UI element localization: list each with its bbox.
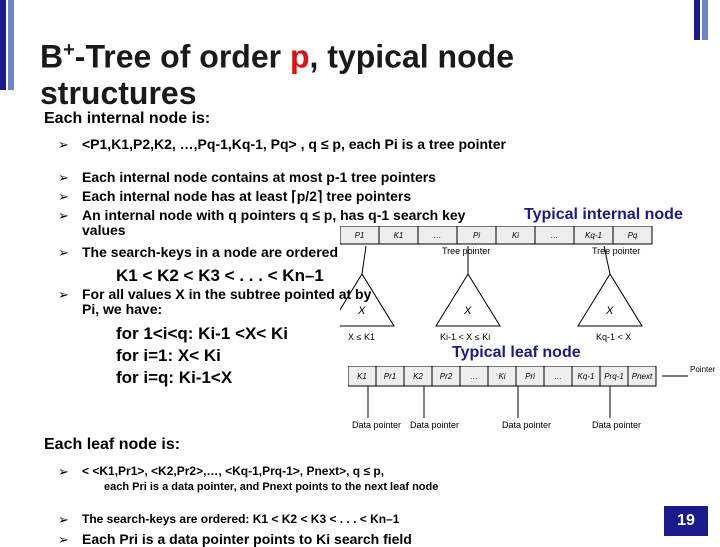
leaf-bullet-1-detail: each Pri is a data pointer, and Pnext po… (104, 481, 439, 493)
title-mid: -Tree of order (74, 38, 290, 75)
leaf-cell-label-0: K1 (357, 372, 367, 381)
leaf-cell-label-3: Pr2 (440, 372, 453, 381)
internal-cell-label-7: Pq (628, 231, 638, 240)
internal-bullet-6: ➢ For all values X in the subtree pointe… (58, 286, 372, 317)
leaf-cell-label-1: Pr1 (384, 372, 396, 381)
page-number: 19 (664, 506, 708, 536)
subtree-cond-2: Ki-1 < X ≤ Ki (440, 332, 490, 342)
internal-bullet-2: ➢ Each internal node contains at most p-… (58, 169, 436, 186)
left-deco-bar (0, 0, 6, 90)
bullet-arrow-icon: ➢ (58, 245, 69, 260)
data-pointer-label-3: Data pointer (502, 420, 551, 430)
condition-3: for i=q: Ki-1<X (116, 368, 233, 387)
internal-cell-label-0: P1 (355, 231, 365, 240)
subtree-x-3: X (605, 305, 614, 317)
bullet-arrow-icon: ➢ (58, 512, 69, 527)
internal-heading: Each internal node is: (44, 110, 211, 127)
internal-cell-label-1: K1 (394, 231, 404, 240)
title-post: , typical node structures (40, 38, 514, 111)
title-sup: + (63, 39, 75, 61)
internal-cell-label-3: Pi (473, 231, 480, 240)
right-deco-bar-2 (702, 0, 708, 40)
leaf-bullet-1: ➢ < <K1,Pr1>, <K2,Pr2>,…, <Kq-1,Prq-1>, … (58, 464, 385, 479)
bullet-arrow-icon: ➢ (58, 189, 69, 204)
data-pointer-label-2: Data pointer (410, 420, 459, 430)
subtree-x-1: X (357, 305, 366, 317)
bullet-arrow-icon: ➢ (58, 137, 69, 152)
internal-cell-label-6: Kq-1 (585, 231, 602, 240)
next-leaf-label: Pointer to next leaf node in tree (690, 366, 718, 374)
condition-1: for 1<i<q: Ki-1 <X< Ki (116, 324, 288, 343)
internal-bullet-4: ➢ An internal node with q pointers q ≤ p… (58, 207, 466, 238)
bullet-arrow-icon: ➢ (58, 208, 69, 223)
internal-cell-label-2: … (434, 231, 442, 240)
tree-pointer-label-3: Tree pointer (592, 246, 640, 256)
slide-title: B+-Tree of order p, typical node structu… (40, 32, 640, 111)
leaf-node-diagram: K1 Pr1 K2 Pr2 … Ki Pri … Kq-1 Prq-1 Pnext Data poi… (348, 366, 718, 430)
leaf-cell-label-10: Pnext (632, 372, 653, 381)
key-order: K1 < K2 < K3 < . . . < Kn–1 (116, 266, 324, 285)
leaf-heading: Each leaf node is: (44, 436, 181, 453)
subtree-cond-1: X ≤ K1 (348, 332, 375, 342)
bullet-arrow-icon: ➢ (58, 464, 69, 479)
leaf-bullet-2: ➢ The search-keys are ordered: K1 < K2 <… (58, 512, 400, 527)
caption-internal: Typical internal node (524, 206, 683, 223)
leaf-cell-10 (627, 366, 657, 387)
leaf-cell-label-7: … (554, 372, 562, 381)
caption-leaf: Typical leaf node (452, 344, 581, 361)
data-pointer-label-4: Data pointer (592, 420, 641, 430)
left-deco-bar-2 (8, 0, 14, 90)
internal-bullet-1: ➢ <P1,K1,P2,K2, …,Pq-1,Kq-1, Pq> , q ≤ p… (58, 136, 506, 153)
internal-node-diagram: P1 K1 … Pi Ki … Kq-1 Pq Tree pointer Tree point… (340, 226, 653, 342)
leaf-cell-label-6: Pri (525, 372, 535, 381)
internal-cell-label-5: … (551, 231, 559, 240)
condition-2: for i=1: X< Ki (116, 346, 221, 365)
internal-cell-label-4: Ki (512, 231, 519, 240)
internal-bullet-5: ➢ The search-keys in a node are ordered (58, 244, 338, 261)
bullet-arrow-icon: ➢ (58, 287, 69, 302)
title-pre: B (40, 38, 64, 75)
leaf-cell-label-5: Ki (498, 372, 505, 381)
tree-pointer-label-2: Tree pointer (442, 246, 490, 256)
leaf-cell-label-4: … (470, 372, 478, 381)
title-highlight: p (289, 38, 310, 75)
leaf-cell-label-9: Prq-1 (604, 372, 624, 381)
leaf-cell-label-8: Kq-1 (578, 372, 595, 381)
leaf-cell-label-2: K2 (413, 372, 423, 381)
data-pointer-label-1: Data pointer (352, 420, 401, 430)
subtree-cond-3: Kq-1 < X (596, 332, 631, 342)
internal-cell-7 (612, 226, 653, 245)
right-deco-bar (694, 0, 700, 40)
bullet-arrow-icon: ➢ (58, 170, 69, 185)
subtree-x-2: X (463, 305, 472, 317)
internal-bullet-3: ➢ Each internal node has at least ⌈p/2⌉ … (58, 188, 412, 205)
